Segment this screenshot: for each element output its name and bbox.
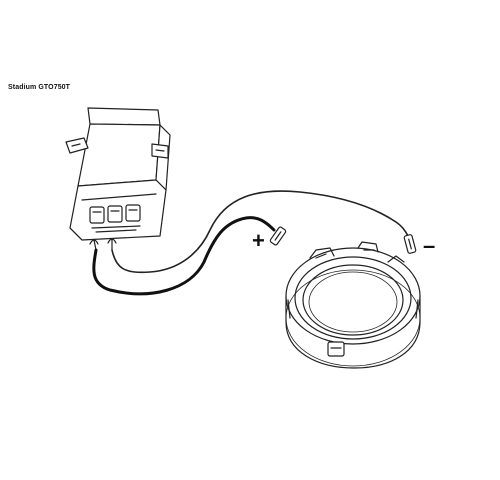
positive-terminal-label: + <box>252 228 265 253</box>
spade-terminal-left <box>89 239 99 251</box>
thin-wire <box>111 190 409 274</box>
model-label: Stadium GTO750T <box>8 84 71 91</box>
positive-connector <box>269 226 287 246</box>
negative-connector <box>403 234 417 254</box>
puck-light <box>285 241 421 369</box>
spade-terminal-right <box>107 238 117 251</box>
negative-terminal-label: – <box>423 233 436 258</box>
black-wire <box>92 216 276 296</box>
transformer-box <box>65 107 171 241</box>
